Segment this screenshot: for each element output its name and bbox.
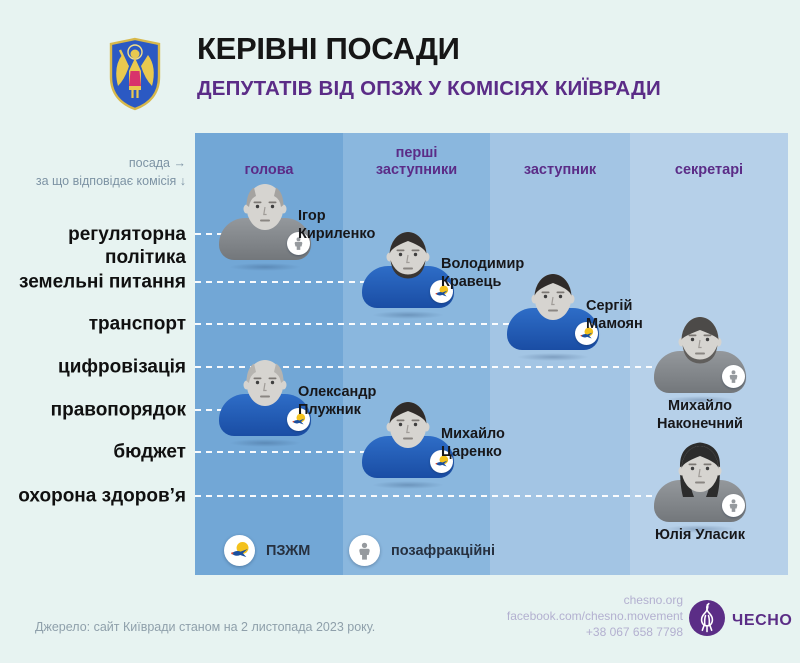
pzhm-bird-icon [292, 412, 305, 424]
nonfaction-person-icon [294, 237, 303, 250]
person-name: Володимир Кравець [441, 256, 525, 290]
legend-label: ПЗЖМ [266, 542, 311, 559]
pzhm-bird-icon [230, 541, 248, 557]
row-label-commission: земельні питання [19, 271, 186, 293]
chesno-wordmark: ЧЕСНО [732, 611, 793, 629]
person-photo [672, 307, 728, 369]
avatar-reflection [229, 263, 301, 271]
avatar-reflection [664, 396, 736, 404]
person-photo [380, 392, 436, 454]
avatar-reflection [229, 439, 301, 447]
legend-item: ПЗЖМ [224, 535, 310, 566]
faction-badge [575, 322, 598, 345]
person-name: Юлія Уласик [655, 527, 745, 543]
faction-badge [430, 280, 453, 303]
column-header: перші заступники [375, 144, 458, 178]
column-2: перші заступники [343, 133, 490, 575]
page-title: КЕРІВНІ ПОСАДИ [197, 31, 460, 66]
person-photo [380, 222, 436, 284]
column-header: секретарі [674, 161, 744, 178]
website-url: chesno.org [623, 593, 683, 607]
row-dashed-line [195, 495, 706, 497]
person-card [652, 436, 748, 533]
faction-badge [722, 365, 745, 388]
row-label-commission: охорона здоров’я [18, 485, 186, 507]
row-dashed-line [195, 451, 414, 453]
kyiv-coat-of-arms-icon [106, 37, 164, 116]
column-header: заступник [523, 161, 597, 178]
legend-item: позафракційні [349, 535, 495, 566]
avatar-reflection [664, 525, 736, 533]
row-label-commission: цифровізація [58, 356, 186, 378]
nonfaction-person-icon [729, 499, 738, 512]
person-photo [237, 174, 293, 236]
person-card [360, 222, 456, 319]
column-3: заступник [490, 133, 630, 575]
matrix-table: голова перші заступники заступник секретарі [195, 133, 788, 575]
person-photo [672, 436, 728, 498]
pzhm-bird-icon [580, 326, 593, 338]
person-name: Михайло Царенко [441, 426, 505, 460]
contact-block: chesno.org facebook.com/chesno.movement … [507, 592, 683, 640]
faction-badge [287, 232, 310, 255]
person-card [217, 174, 313, 271]
person-card [652, 307, 748, 404]
person-name: Олександр Плужник [298, 384, 377, 418]
page-subtitle: ДЕПУТАТІВ ВІД ОПЗЖ У КОМІСІЯХ КИЇВРАДИ [197, 77, 661, 100]
source-note: Джерело: сайт Київради станом на 2 листо… [35, 620, 376, 634]
pzhm-bird-icon [435, 454, 448, 466]
legend-icon-circle [224, 535, 255, 566]
faction-badge [722, 494, 745, 517]
facebook-url: facebook.com/chesno.movement [506, 609, 683, 623]
row-label-commission: транспорт [88, 313, 186, 335]
pzhm-bird-icon [435, 284, 448, 296]
nonfaction-person-icon [359, 542, 370, 560]
legend-icon-circle [349, 535, 380, 566]
chesno-logo: ЧЕСНО [689, 600, 792, 641]
person-name: Сергій Мамоян [586, 298, 643, 332]
chesno-garlic-icon [689, 600, 725, 641]
person-name: Ігор Кириленко [298, 208, 376, 242]
person-photo [237, 350, 293, 412]
nonfaction-person-icon [729, 370, 738, 383]
row-dashed-line [195, 323, 559, 325]
person-card [505, 264, 601, 361]
row-dashed-line [195, 281, 414, 283]
person-name: Михайло Наконечний [657, 398, 743, 432]
person-card [360, 392, 456, 489]
faction-badge [430, 450, 453, 473]
column-header: голова [244, 161, 294, 178]
row-label-commission: регуляторна політика [68, 223, 186, 268]
phone-number: +38 067 658 7798 [585, 625, 683, 639]
row-dashed-line [195, 366, 706, 368]
column-axis-hint: посада → [128, 156, 186, 170]
avatar-reflection [372, 311, 444, 319]
person-photo [525, 264, 581, 326]
row-label-commission: бюджет [113, 441, 186, 463]
avatar-reflection [517, 353, 589, 361]
person-card [217, 350, 313, 447]
avatar-reflection [372, 481, 444, 489]
faction-badge [287, 408, 310, 431]
row-axis-hint: за що відповідає комісія ↓ [35, 174, 186, 188]
row-label-commission: правопорядок [50, 399, 186, 421]
legend-label: позафракційні [391, 542, 496, 559]
